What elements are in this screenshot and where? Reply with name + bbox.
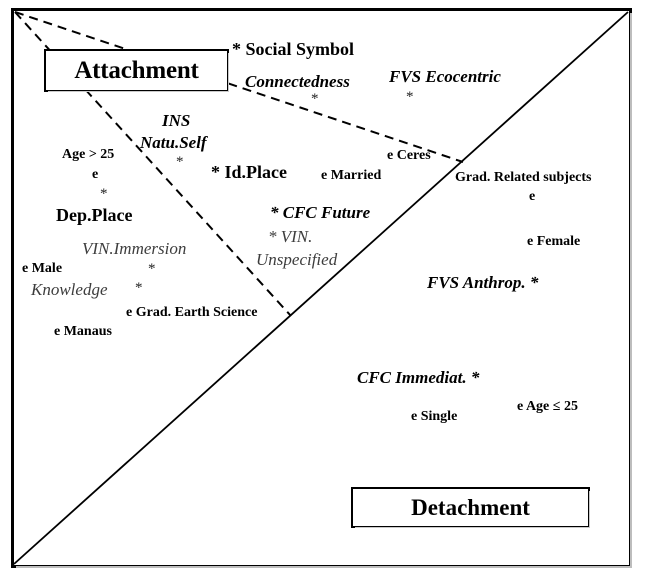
point-label: Dep.Place [56, 205, 133, 225]
point-label: FVS Anthrop. * [427, 273, 539, 292]
point-label: INS [162, 111, 191, 130]
point-label: e Single [411, 409, 458, 424]
point-label: e Female [527, 234, 581, 249]
point-label: * CFC Future [270, 203, 371, 222]
point-label: FVS Ecocentric [389, 67, 501, 86]
point-label: VIN.Immersion [82, 239, 187, 258]
point-label: e Male [22, 261, 63, 276]
point-label: Natu.Self [140, 133, 207, 152]
point-label: e Married [321, 168, 382, 183]
point-label: e [529, 189, 536, 204]
star-marker-icon: * [100, 186, 108, 202]
attachment-label: Attachment [74, 56, 199, 84]
point-label: Age > 25 [62, 147, 115, 162]
point-label: e Age ≤ 25 [517, 399, 578, 414]
point-label: Knowledge [31, 280, 108, 299]
attachment-title-box: Attachment [44, 49, 229, 92]
point-label: e Ceres [387, 148, 431, 163]
point-label: Connectedness [245, 72, 350, 91]
point-label: * Social Symbol [232, 39, 355, 59]
point-label: Unspecified [256, 250, 338, 269]
star-marker-icon: * [311, 91, 319, 107]
point-label: * VIN. [268, 227, 313, 246]
point-label: e Grad. Earth Science [126, 305, 258, 320]
point-label: Grad. Related subjects [455, 170, 592, 185]
detachment-title-box: Detachment [351, 487, 590, 528]
point-label: e [92, 167, 99, 182]
point-label: e Manaus [54, 324, 112, 339]
detachment-label: Detachment [411, 494, 530, 520]
star-marker-icon: * [176, 154, 184, 170]
star-marker-icon: * [406, 89, 414, 105]
star-marker-icon: * [148, 261, 156, 277]
point-label: CFC Immediat. * [357, 368, 480, 387]
point-label: * Id.Place [211, 162, 287, 182]
star-marker-icon: * [135, 280, 143, 296]
